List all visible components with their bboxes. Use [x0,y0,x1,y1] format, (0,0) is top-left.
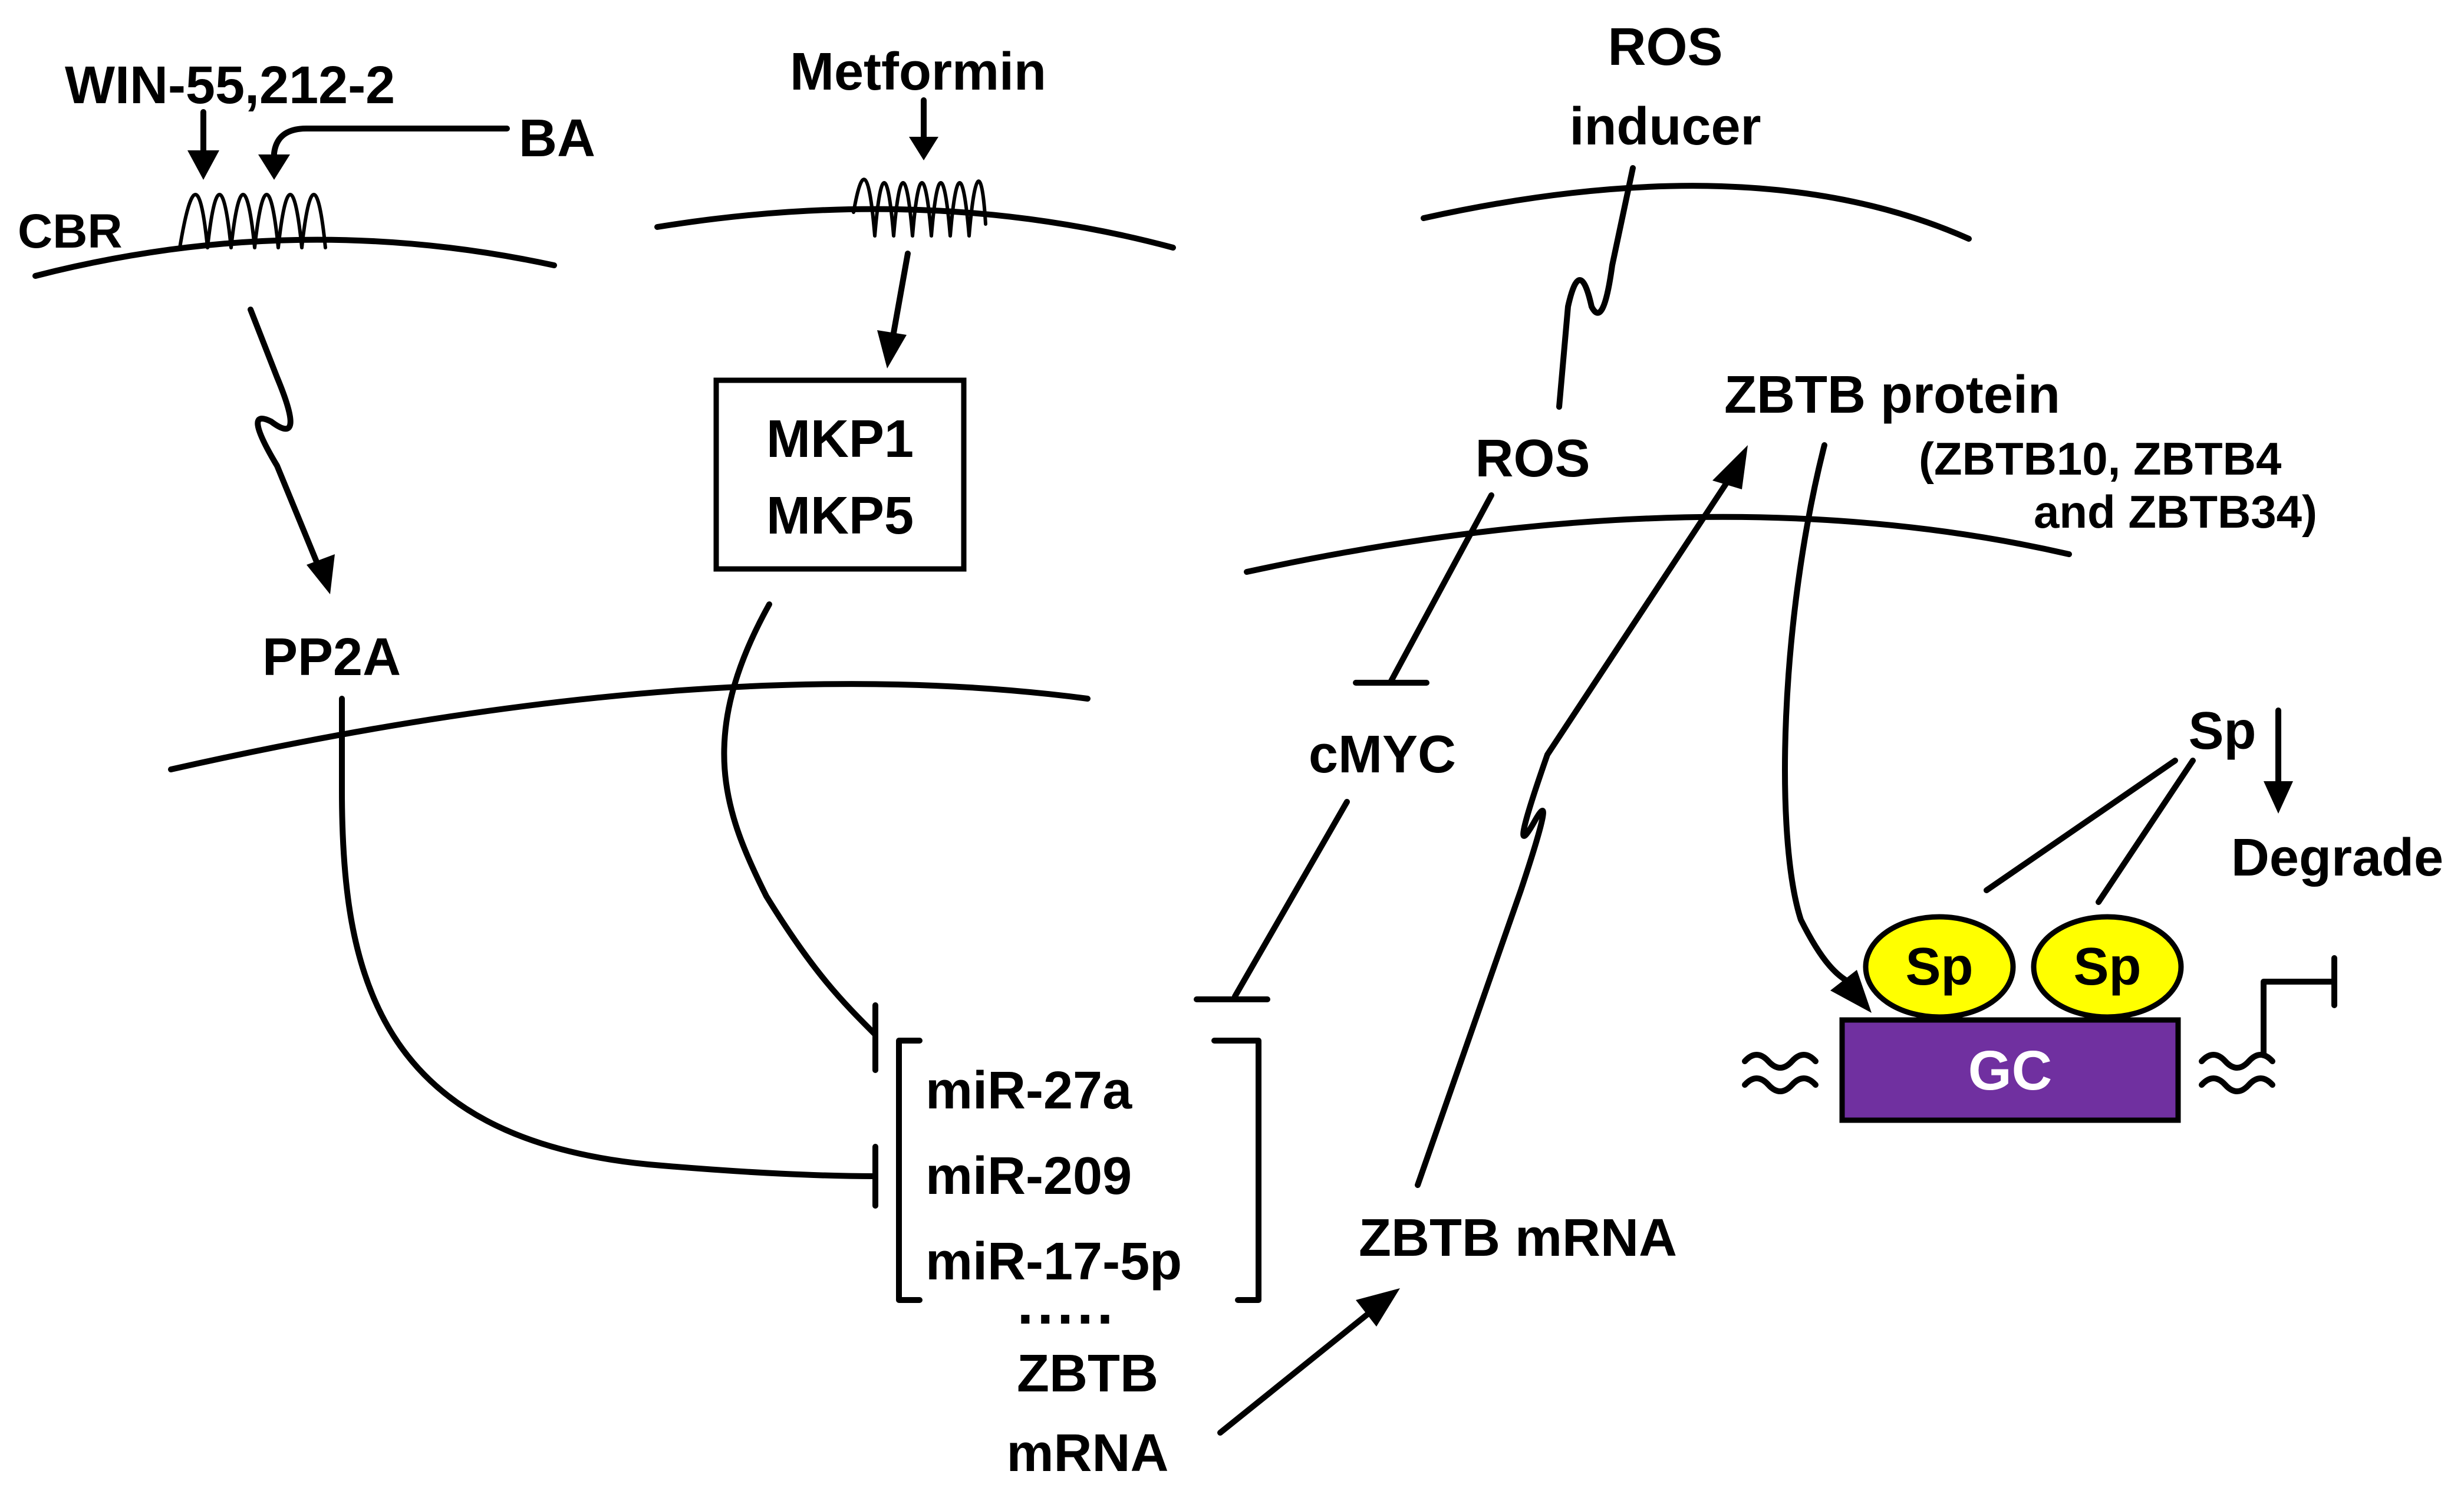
sp-leave-line-1 [1984,758,2178,893]
zbtb-protein-to-gc-arrow [1782,442,1851,985]
mir-17-5p-label: miR-17-5p [925,1232,1182,1291]
membrane-nucleus [168,681,1091,772]
ros-inducer-label-line2: inducer [1569,97,1761,156]
gc-box [1839,1017,2181,1123]
membrane-top-middle [654,206,1176,251]
mirna-bracket-right [1211,1038,1261,1303]
zbtb-family-label-line2: and ZBTB34) [2034,486,2317,538]
zbtb-mrna-label: ZBTB mRNA [1359,1209,1677,1268]
dna-wave-left-2 [1742,1075,1819,1094]
ros-inducer-label-line1: ROS [1607,18,1722,77]
membrane-top-right [1421,183,1972,242]
mkp-arrowhead [877,330,907,368]
mkp1-label: MKP1 [766,410,914,469]
zbtb-family-label-line1: (ZBTB10, ZBTB4 [1919,433,2281,485]
gc-arrowhead [1830,970,1872,1013]
receptor-to-mkp-arrow-shaft [890,251,911,339]
membrane-top-left [32,236,557,279]
mkp-box [713,377,967,572]
pp2a-label: PP2A [262,628,401,687]
ros-inducer-to-ros-zigzag [1556,165,1636,410]
sp-degrade-arrowhead [2264,781,2293,814]
sp-left-label: Sp [1905,937,1973,996]
cbr-receptor-icon [178,193,327,249]
pp2a-to-mirna-inhibition [339,696,878,1179]
win-arrowhead [187,150,219,180]
metformin-receptor-icon [852,177,987,238]
mir-209-label: miR-209 [925,1147,1132,1206]
mkp5-label: MKP5 [766,486,914,545]
pp2a-arrowhead [307,554,335,594]
zbtb-bottom-label-line2: mRNA [1006,1424,1168,1483]
cmyc-to-mirna-inhibition [1232,799,1350,999]
membrane-middle-right [1244,514,2072,575]
sp-right-label: Sp [2073,937,2141,996]
ros-to-cmyc-inhibition [1388,492,1494,684]
zbtb-protein-arrowhead [1712,445,1748,489]
zbtb-mrna-to-protein-arrow [1415,475,1733,1188]
mir-27a-label: miR-27a [925,1061,1132,1120]
gc-label: GC [1968,1039,2053,1102]
zbtb-mrna-up-arrowhead [1356,1288,1400,1327]
zbtb-mrna-up-arrow-shaft [1217,1309,1373,1436]
cmyc-label: cMYC [1309,725,1456,784]
degrade-label: Degrade [2231,828,2443,887]
metformin-arrowhead [909,137,938,160]
sp-free-label: Sp [2188,702,2256,761]
sp-protein-left [1863,914,2016,1020]
ba-arrowhead [258,154,290,180]
win-55212-2-label: WIN-55,212-2 [65,56,395,115]
sp-leave-line-2 [2096,758,2196,905]
zbtb-protein-label: ZBTB protein [1724,366,2060,424]
dna-wave-left-1 [1742,1052,1819,1071]
ba-label: BA [519,109,595,168]
cbr-label: CBR [18,205,123,258]
mirna-bracket-left [896,1038,923,1303]
sp-protein-right [2031,914,2184,1020]
ros-label: ROS [1475,429,1590,488]
transcription-blocked-icon [2261,979,2337,1058]
more-dots: ..... [1017,1271,1117,1337]
cbr-to-pp2a-arrow [248,307,321,569]
ba-arrow-shaft [271,126,510,162]
zbtb-bottom-label-line1: ZBTB [1017,1344,1158,1403]
dna-wave-right-2 [2199,1075,2275,1094]
mkp-to-mirna-inhibition [721,601,878,1038]
metformin-label: Metformin [790,42,1046,101]
